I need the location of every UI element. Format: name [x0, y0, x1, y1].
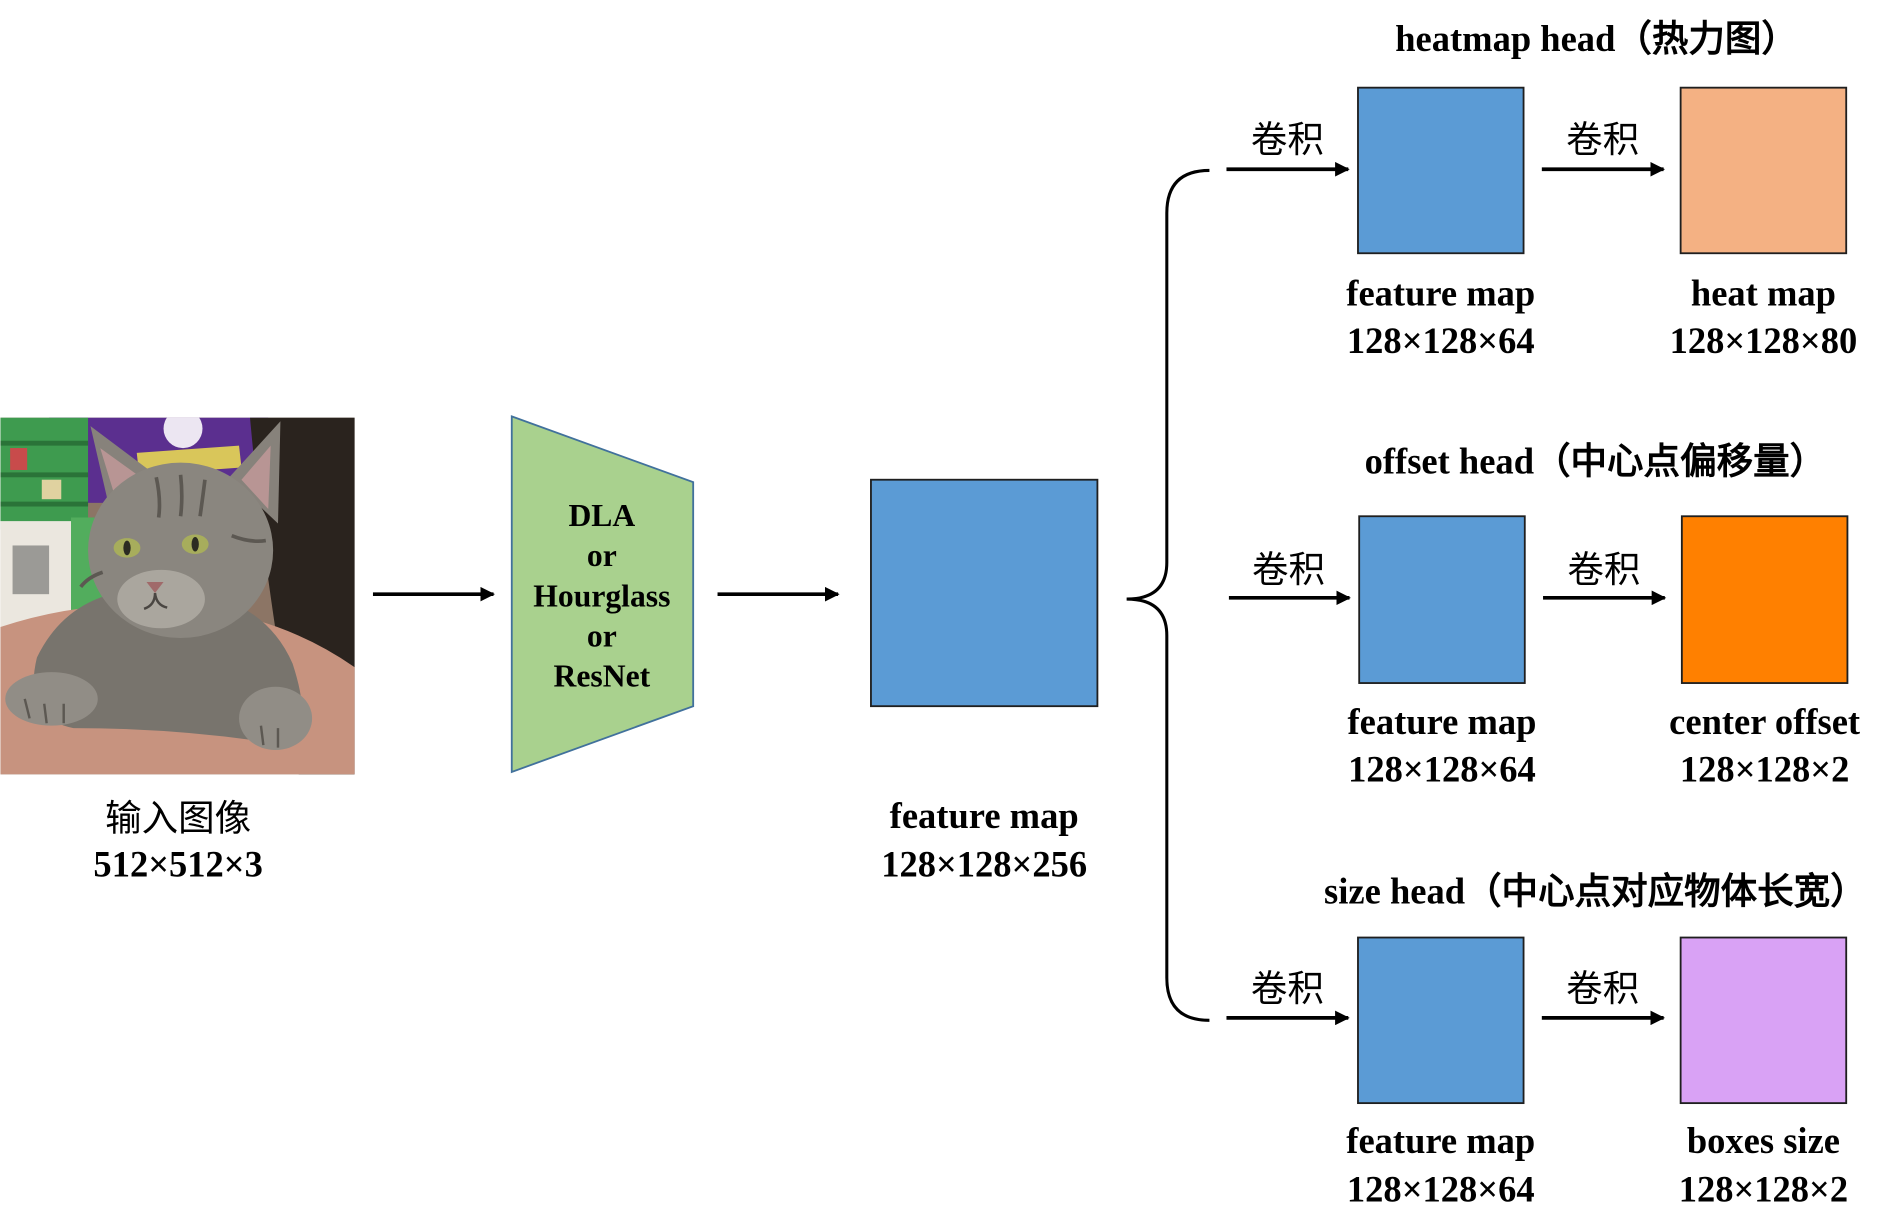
cat-muzzle	[117, 569, 205, 629]
head-split-brace	[1126, 168, 1210, 1022]
backbone-feature-map: feature map 128×128×256	[870, 478, 1099, 885]
input-image-shape: 512×512×3	[93, 844, 262, 885]
backbone-feature-shape: 128×128×256	[881, 844, 1087, 885]
cat-nose	[146, 581, 164, 593]
offset-feature-label: feature map	[1347, 701, 1536, 742]
size-output-label: boxes size	[1687, 1120, 1840, 1161]
input-image	[0, 417, 355, 775]
cat-right-paw	[239, 686, 313, 751]
input-image-label: 输入图像	[105, 797, 251, 838]
cat-left-paw	[5, 672, 98, 726]
cat-body	[33, 588, 303, 746]
size-head-title: size head（中心点对应物体长宽）	[1324, 870, 1867, 911]
shelf-band	[0, 472, 89, 478]
cat-paw-toes	[23, 698, 280, 748]
size-feature-shape: 128×128×64	[1347, 1169, 1535, 1210]
size-conv-label-2: 卷积	[1566, 968, 1639, 1009]
offset-conv-label-2: 卷积	[1567, 549, 1640, 590]
size-output-block	[1679, 936, 1848, 1105]
size-output-shape: 128×128×2	[1679, 1169, 1848, 1210]
heatmap-output-block	[1679, 86, 1848, 255]
heatmap-output-label: heat map	[1691, 273, 1836, 314]
size-feature-block	[1357, 936, 1525, 1105]
size-conv-label-1: 卷积	[1251, 968, 1324, 1009]
card-picture	[12, 545, 50, 595]
shelf-item	[10, 448, 28, 470]
cat-right-ear-inner	[241, 445, 271, 509]
offset-output-label: center offset	[1669, 701, 1860, 742]
backbone-line: ResNet	[554, 659, 651, 694]
backbone-line: or	[587, 619, 617, 654]
cat-mouth	[143, 592, 168, 610]
heatmap-head-title: heatmap head（热力图）	[1395, 18, 1798, 59]
heatmap-output-shape: 128×128×80	[1670, 320, 1858, 361]
heatmap-head: heatmap head（热力图） 卷积 卷积 feature map 128×…	[1226, 18, 1857, 361]
size-feature-label: feature map	[1346, 1120, 1535, 1161]
backbone-trapezoid	[510, 415, 695, 774]
backbone-line: DLA	[568, 498, 635, 533]
offset-output-block	[1680, 515, 1849, 684]
offset-head-title: offset head（中心点偏移量）	[1365, 441, 1827, 482]
backbone: DLA or Hourglass or ResNet	[510, 415, 695, 774]
offset-conv-label-1: 卷积	[1252, 549, 1325, 590]
backbone-line: or	[587, 538, 617, 573]
size-head: size head（中心点对应物体长宽） 卷积 卷积 feature map 1…	[1226, 870, 1867, 1210]
heatmap-conv-label-2: 卷积	[1566, 119, 1639, 160]
backbone-line: Hourglass	[533, 578, 670, 613]
offset-feature-block	[1358, 515, 1526, 684]
shelf-band	[0, 501, 89, 507]
offset-feature-shape: 128×128×64	[1348, 749, 1536, 790]
heatmap-feature-label: feature map	[1346, 273, 1535, 314]
cat-left-ear-inner	[100, 448, 145, 505]
offset-head: offset head（中心点偏移量） 卷积 卷积 feature map 12…	[1228, 441, 1860, 790]
cat-right-pupil	[191, 536, 199, 552]
backbone-feature-label: feature map	[890, 795, 1079, 836]
heatmap-feature-block	[1357, 86, 1525, 255]
heatmap-feature-shape: 128×128×64	[1347, 320, 1535, 361]
shelf-band	[0, 440, 89, 446]
shelf-item	[41, 479, 62, 500]
cat-left-pupil	[123, 540, 131, 556]
offset-output-shape: 128×128×2	[1680, 749, 1849, 790]
backbone-feature-block	[870, 478, 1099, 708]
heatmap-conv-label-1: 卷积	[1251, 119, 1324, 160]
cat-head-stripes	[79, 474, 267, 589]
poster-logo	[163, 417, 203, 449]
